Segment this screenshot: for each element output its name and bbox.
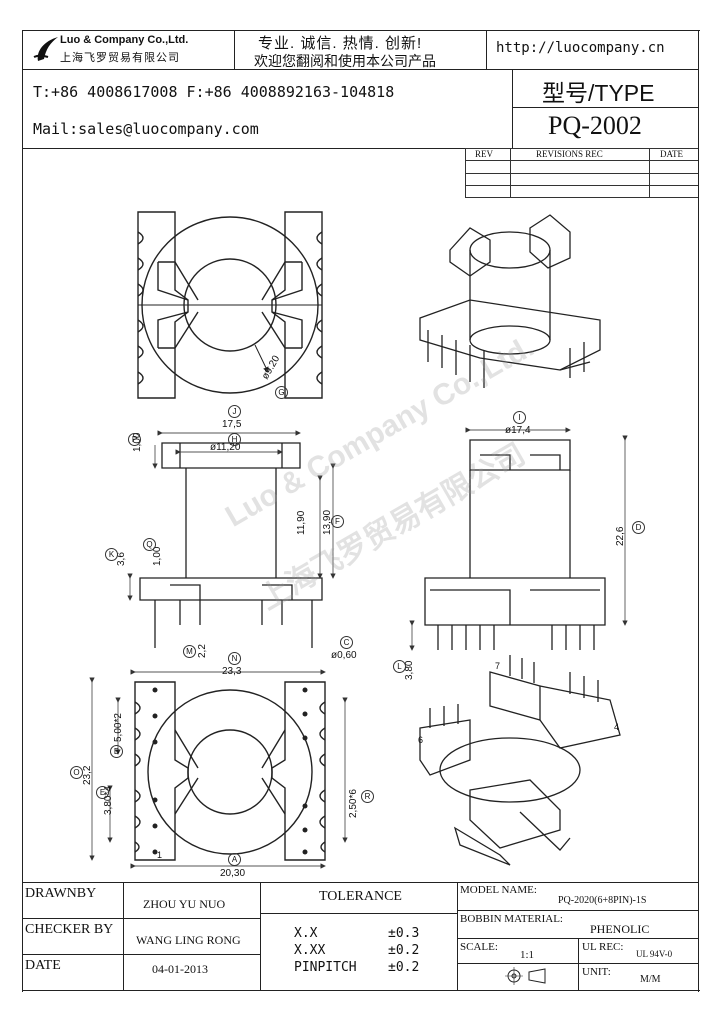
isometric-view-bottom	[419, 655, 621, 866]
drawnby-label: DRAWNBY	[25, 886, 97, 901]
phone-fax: T:+86 4008617008 F:+86 4008892163-104818	[33, 83, 395, 101]
ref-j: J	[228, 405, 241, 418]
date-value: 04-01-2013	[152, 962, 208, 976]
ref-l: L	[393, 660, 406, 673]
model-name-value: PQ-2020(6+8PIN)-1S	[558, 895, 647, 906]
pin-label-7: 7	[495, 661, 501, 671]
company-slogan: 专业. 诚信. 热情. 创新!	[258, 35, 423, 52]
dim-f1: 11,90	[296, 510, 307, 535]
scale-label: SCALE:	[460, 941, 498, 953]
dim-n: 23,3	[222, 666, 242, 677]
company-name-en: Luo & Company Co.,Ltd.	[60, 34, 189, 46]
model-name-label: MODEL NAME:	[460, 884, 537, 896]
unit-label: UNIT:	[582, 966, 611, 978]
bobbin-material-label: BOBBIN MATERIAL:	[460, 913, 563, 925]
company-welcome: 欢迎您翻阅和使用本公司产品	[254, 53, 436, 69]
ul-rec-value: UL 94V-0	[636, 949, 673, 959]
drawnby-value: ZHOU YU NUO	[143, 897, 226, 911]
ref-i: I	[513, 411, 526, 424]
dim-r: 2,50*6	[348, 789, 359, 818]
ref-a: A	[228, 853, 241, 866]
ref-p: P	[128, 433, 141, 446]
bobbin-material-value: PHENOLIC	[590, 922, 650, 936]
dim-i: ø17,4	[505, 425, 531, 436]
tol-val-2: ±0.2	[388, 943, 420, 958]
front-elevation	[424, 439, 606, 650]
pin-label-6: 6	[418, 735, 424, 745]
dim-b: 5,00*2	[113, 713, 124, 742]
ref-k: K	[105, 548, 118, 561]
mail-address[interactable]: Mail:sales@luocompany.com	[33, 120, 259, 138]
type-label: 型号/TYPE	[542, 80, 655, 106]
top-view	[137, 211, 323, 399]
ref-b: B	[110, 745, 123, 758]
checker-value: WANG LING RONG	[136, 933, 241, 947]
dim-o: 23,2	[82, 765, 93, 785]
ref-o: O	[70, 766, 83, 779]
company-url[interactable]: http://luocompany.cn	[496, 40, 665, 56]
ref-n: N	[228, 652, 241, 665]
ref-m: M	[183, 645, 196, 658]
bottom-view	[134, 681, 326, 861]
ref-r: R	[361, 790, 374, 803]
projection-symbol-icon	[505, 967, 551, 989]
ref-f: F	[331, 515, 344, 528]
tol-key-2: X.XX	[294, 943, 326, 958]
dim-j: 17,5	[222, 419, 242, 430]
tol-val-1: ±0.3	[388, 926, 420, 941]
side-elevation	[139, 442, 323, 648]
ref-c: C	[340, 636, 353, 649]
date-header: DATE	[660, 149, 683, 159]
ref-e: E	[96, 786, 109, 799]
dim-a: 20,30	[220, 868, 246, 879]
tolerance-label: TOLERANCE	[319, 889, 402, 904]
revisions-rec-header: REVISIONS REC	[536, 149, 603, 159]
checker-label: CHECKER BY	[25, 922, 114, 937]
scale-value: 1:1	[520, 949, 535, 961]
tol-val-3: ±0.2	[388, 960, 420, 975]
pin-label-4: 4	[614, 722, 620, 732]
ref-q: Q	[143, 538, 156, 551]
dim-c: ø0,60	[331, 650, 357, 661]
type-value: PQ-2002	[548, 111, 642, 140]
dim-d: 22,6	[615, 526, 626, 546]
tol-key-1: X.X	[294, 926, 318, 941]
date-label: DATE	[25, 958, 61, 973]
ref-g: G	[275, 386, 288, 399]
ref-d: D	[632, 521, 645, 534]
ref-h: H	[228, 433, 241, 446]
company-logo	[30, 35, 64, 63]
dim-m: 2,2	[197, 644, 208, 658]
pin-label-1: 1	[157, 850, 163, 860]
ul-rec-label: UL REC:	[582, 941, 624, 953]
rev-header: REV	[475, 149, 493, 159]
unit-value: M/M	[640, 974, 661, 985]
tol-key-3: PINPITCH	[294, 960, 357, 975]
dim-h: ø11,20	[210, 442, 241, 453]
isometric-view-top	[419, 214, 601, 388]
company-name-cn: 上海飞罗贸易有限公司	[60, 52, 180, 64]
